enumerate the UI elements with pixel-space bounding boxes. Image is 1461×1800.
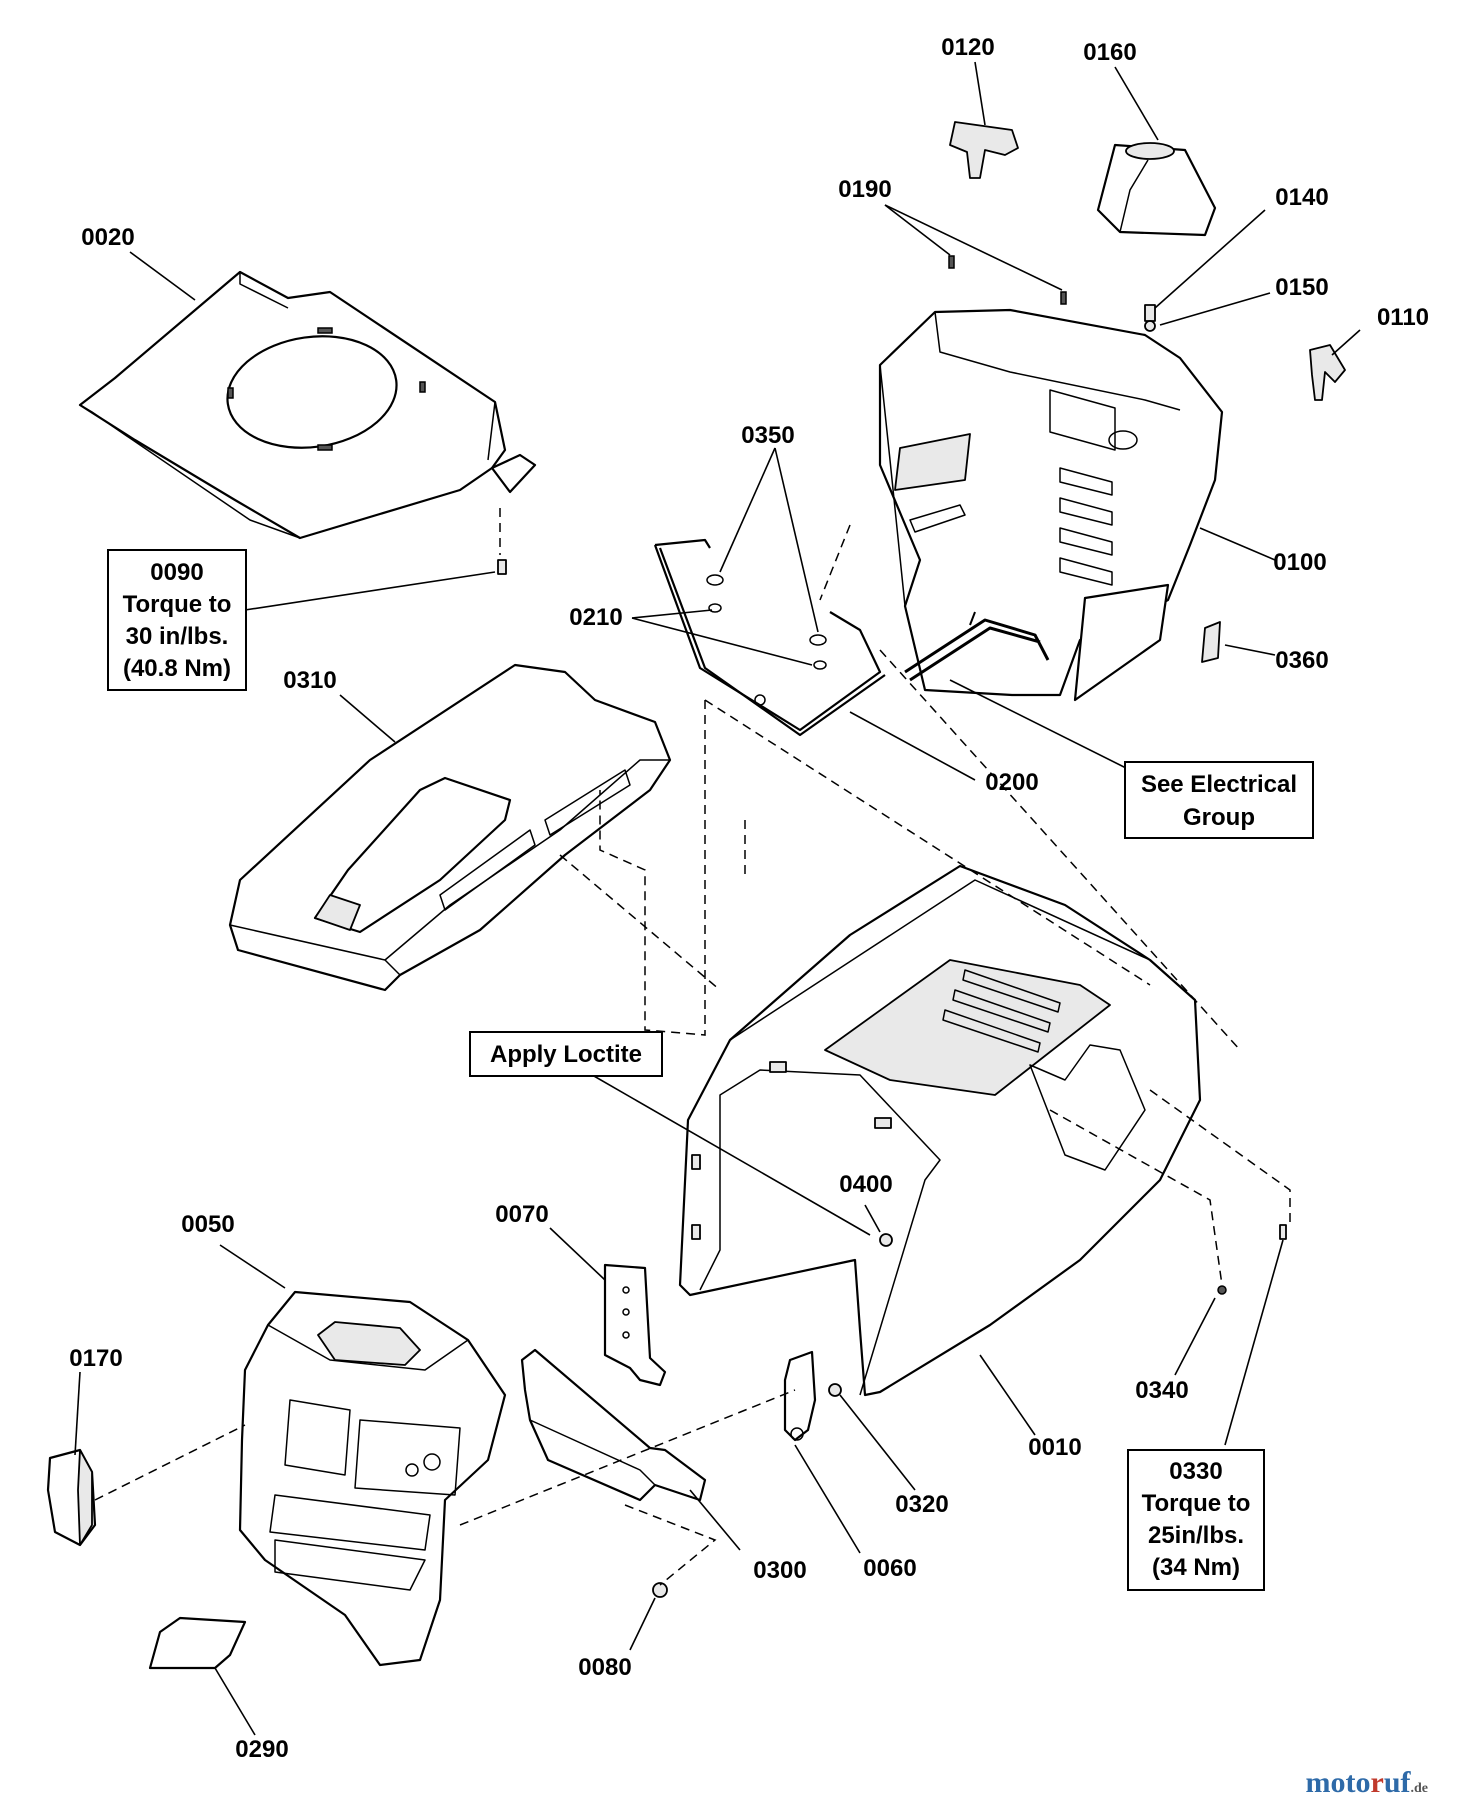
- note-torque-0330: 0330 Torque to 25in/lbs. (34 Nm): [1127, 1449, 1265, 1591]
- label-0400: 0400: [839, 1171, 892, 1198]
- label-0150: 0150: [1275, 274, 1328, 301]
- part-0070-bracket: [603, 1263, 667, 1387]
- note-0330-line3: 25in/lbs.: [1148, 1522, 1244, 1549]
- label-0060: 0060: [863, 1555, 916, 1582]
- label-0100: 0100: [1273, 549, 1326, 576]
- part-0360-tag: [1201, 621, 1221, 663]
- part-0190-screws: [948, 255, 1067, 305]
- label-0350: 0350: [741, 422, 794, 449]
- note-loctite-text: Apply Loctite: [490, 1041, 642, 1068]
- part-0150-fastener: [1144, 304, 1156, 332]
- part-0020-shroud: [78, 270, 537, 540]
- note-see-electrical: See Electrical Group: [1124, 761, 1314, 839]
- label-0070: 0070: [495, 1201, 548, 1228]
- leader-lines: [74, 61, 1361, 1736]
- label-0140: 0140: [1275, 184, 1328, 211]
- part-0010-main-hood: [678, 864, 1202, 1397]
- label-0110: 0110: [1377, 304, 1429, 331]
- part-number-labels: 0120 0160 0190 0140 0020 0150 0110 0350 …: [69, 34, 1429, 1763]
- electrical-harness: [904, 611, 1050, 682]
- part-0170-lamp: [46, 1448, 97, 1547]
- label-0340: 0340: [1135, 1377, 1188, 1404]
- label-0120: 0120: [941, 34, 994, 61]
- part-0060-bracket: [783, 1350, 817, 1442]
- assembly-dashed-lines: [94, 508, 1291, 1586]
- fastener-0090: [497, 559, 507, 575]
- part-0120-knob: [949, 121, 1019, 179]
- label-0360: 0360: [1275, 647, 1328, 674]
- label-0080: 0080: [578, 1654, 631, 1681]
- note-0090-line1: 0090: [150, 559, 203, 586]
- part-0300-bumper-bracket: [520, 1348, 707, 1502]
- note-0330-line4: (34 Nm): [1152, 1554, 1240, 1581]
- fastener-0080: [652, 1582, 668, 1598]
- fastener-0330: [1279, 1224, 1287, 1240]
- label-0320: 0320: [895, 1491, 948, 1518]
- note-electrical-line1: See Electrical: [1141, 771, 1297, 798]
- fastener-0400: [879, 1233, 893, 1247]
- watermark-text: motoruf.de: [1306, 1766, 1429, 1799]
- part-0050-front-grille: [238, 1290, 507, 1667]
- note-0090-line3: 30 in/lbs.: [126, 623, 229, 650]
- part-0290-lens: [148, 1616, 247, 1670]
- note-0090-line2: Torque to: [123, 591, 232, 618]
- fastener-0320: [828, 1383, 842, 1397]
- note-apply-loctite: Apply Loctite: [469, 1031, 663, 1077]
- label-0010: 0010: [1028, 1434, 1081, 1461]
- note-0330-line1: 0330: [1169, 1458, 1222, 1485]
- part-0350-0210-washers: [706, 574, 827, 670]
- label-0200: 0200: [985, 769, 1038, 796]
- label-0170: 0170: [69, 1345, 122, 1372]
- part-0100-dash-panel: [878, 308, 1224, 702]
- label-0300: 0300: [753, 1557, 806, 1584]
- note-0330-line2: Torque to: [1142, 1490, 1251, 1517]
- label-0190: 0190: [838, 176, 891, 203]
- label-0210: 0210: [569, 604, 622, 631]
- note-torque-0090: 0090 Torque to 30 in/lbs. (40.8 Nm): [107, 549, 247, 691]
- note-0090-line4: (40.8 Nm): [123, 655, 231, 682]
- label-0050: 0050: [181, 1211, 234, 1238]
- part-0310-hood-top: [228, 663, 672, 992]
- label-0020: 0020: [81, 224, 134, 251]
- part-0160-cap: [1096, 142, 1217, 237]
- part-0200-wire-bracket: [653, 538, 886, 737]
- part-0110-lever: [1309, 344, 1346, 401]
- watermark-logo: motoruf.de: [1306, 1766, 1429, 1799]
- note-electrical-line2: Group: [1183, 804, 1255, 831]
- label-0310: 0310: [283, 667, 336, 694]
- label-0290: 0290: [235, 1736, 288, 1763]
- label-0160: 0160: [1083, 39, 1136, 66]
- fastener-0340: [1217, 1285, 1227, 1295]
